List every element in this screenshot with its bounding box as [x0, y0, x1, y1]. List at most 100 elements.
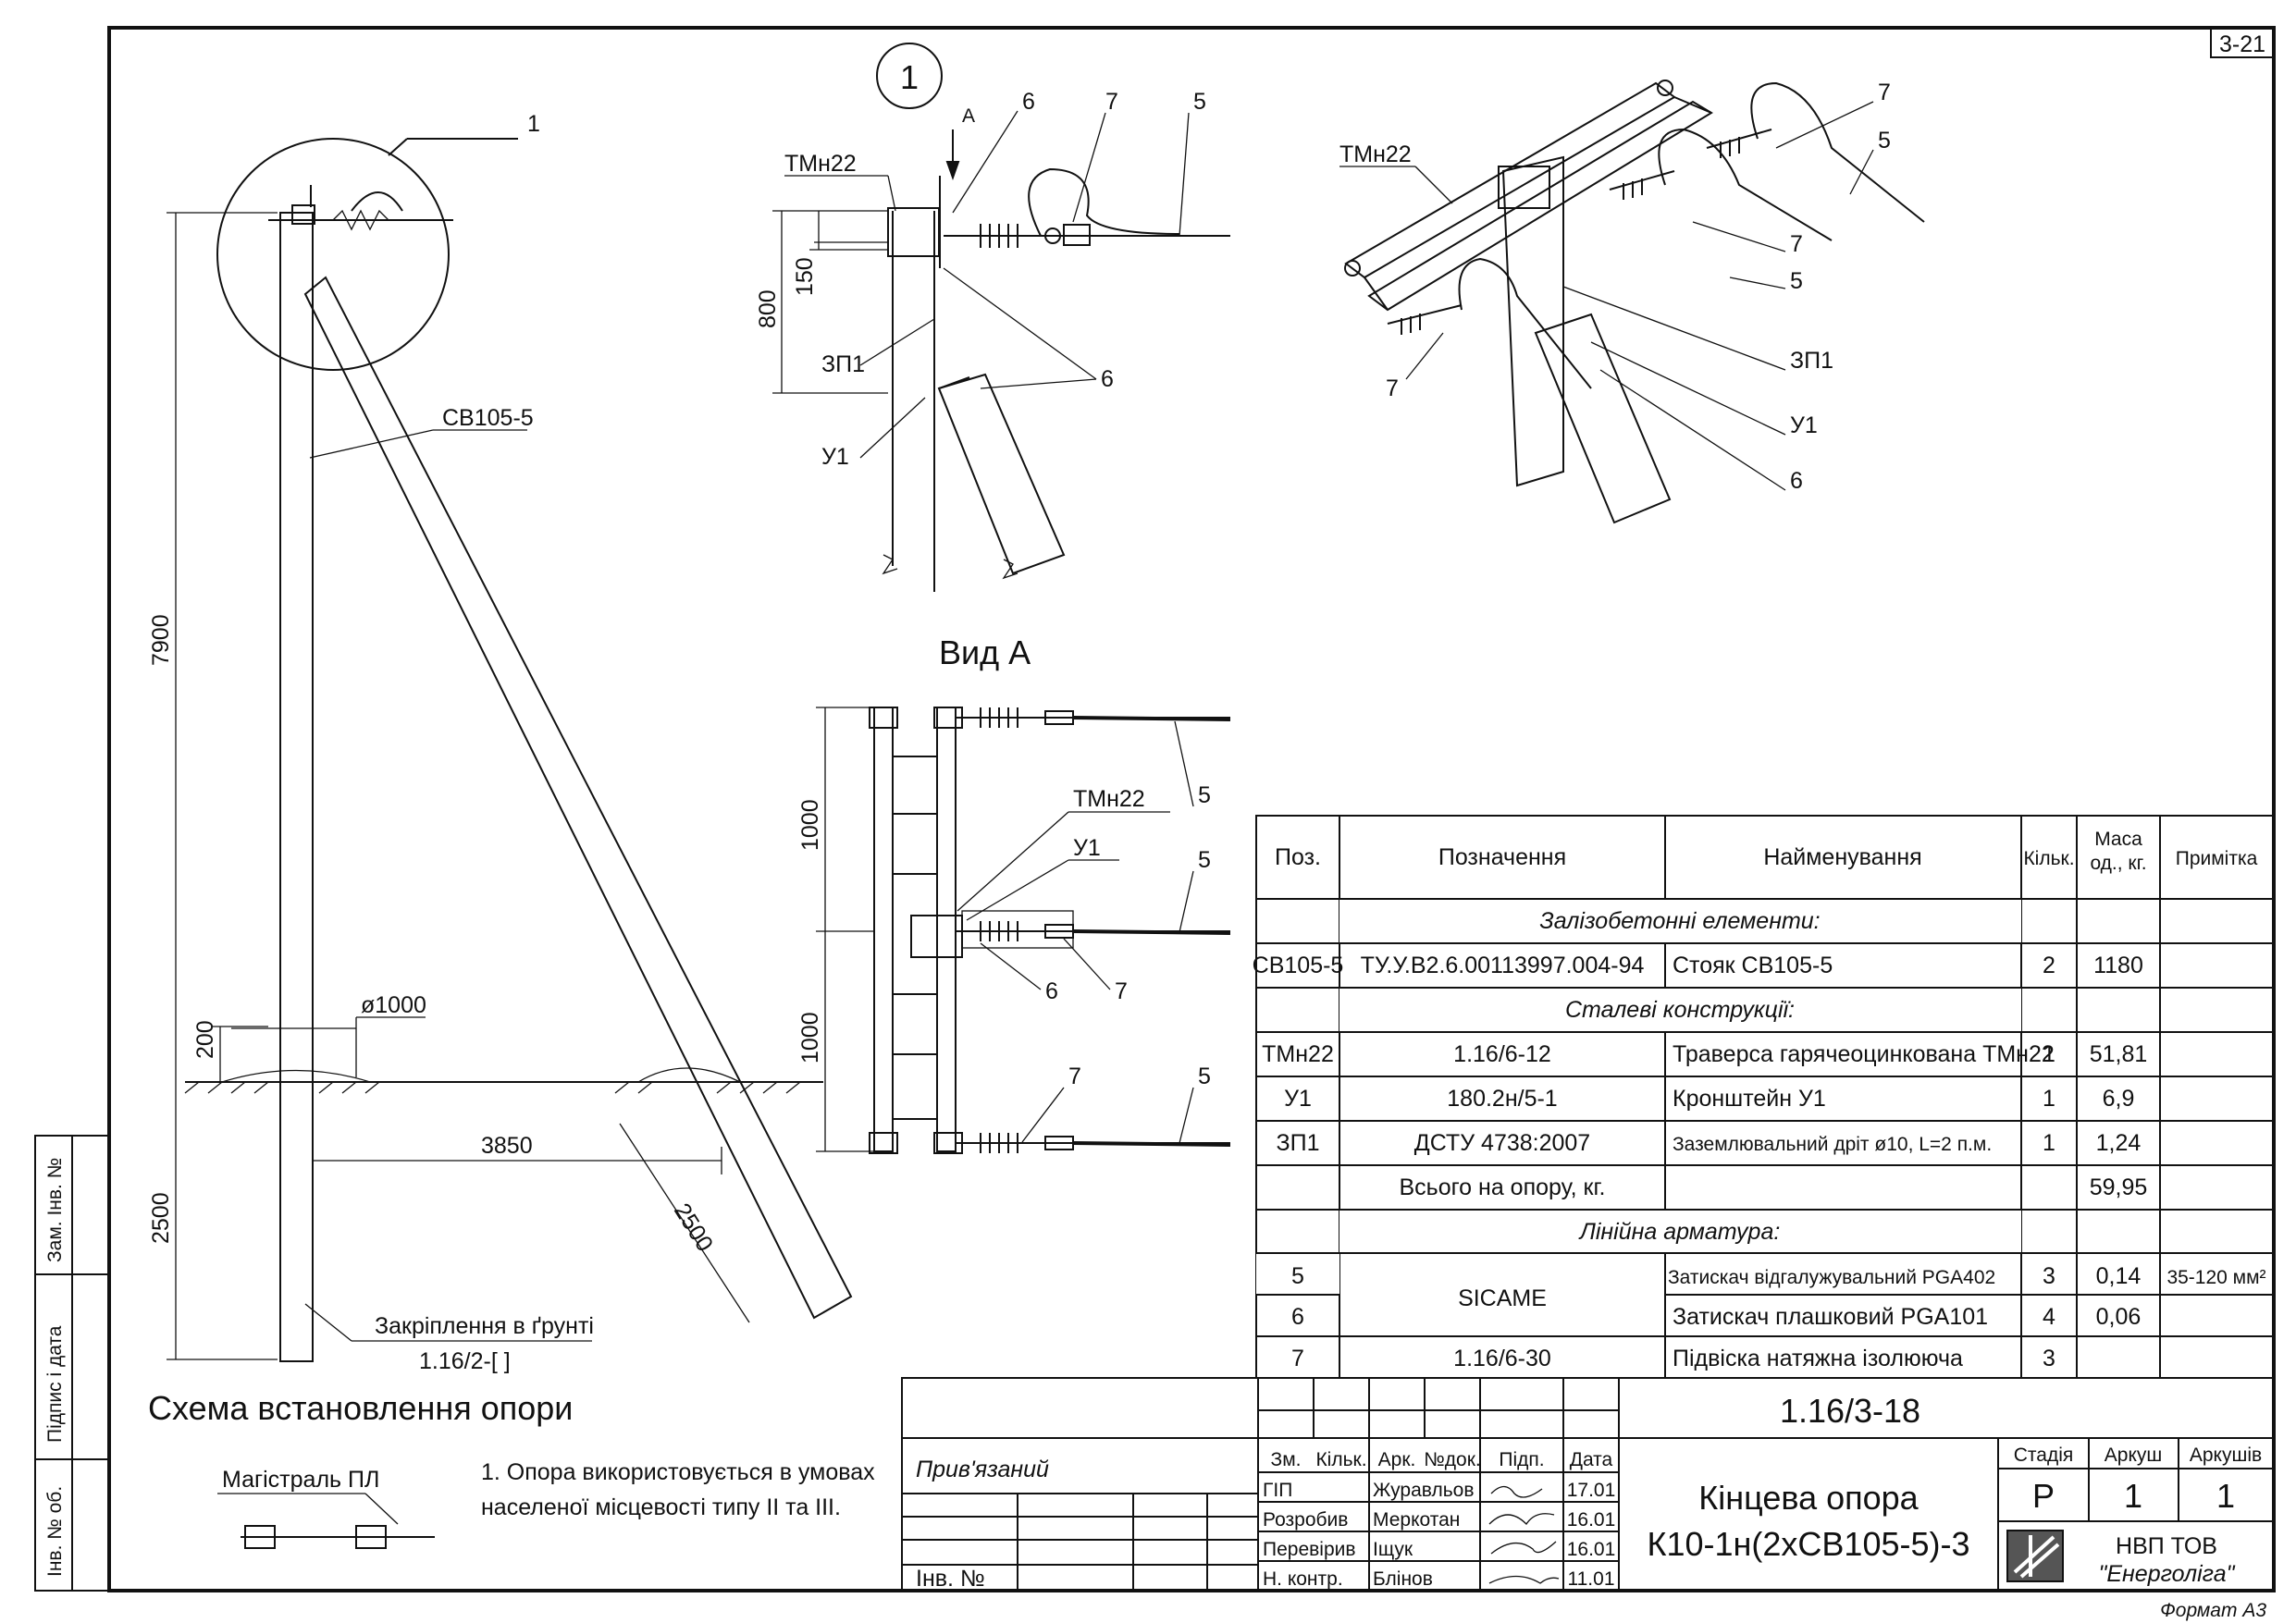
- spec-section-fittings: Лінійна арматура:: [1578, 1219, 1781, 1245]
- iso-label-zp: ЗП1: [1790, 348, 1833, 374]
- view-a-label-tmn: ТМн22: [1073, 786, 1145, 812]
- dim-800: 800: [755, 289, 781, 328]
- stamp-role: Розробив: [1263, 1509, 1348, 1531]
- dim-strut-embed: 2500: [669, 1199, 718, 1256]
- view-a-label-u: У1: [1073, 835, 1101, 861]
- spec-row-name: Затискач відгалужувальний PGA402: [1668, 1267, 1995, 1288]
- sheet-code: 3-21: [2219, 31, 2265, 57]
- spec-section-steel: Сталеві конструкції:: [1565, 997, 1795, 1023]
- stamp-name: Меркотан: [1373, 1509, 1460, 1531]
- spec-table: Поз. Позначення Найменування Кільк. Маса…: [1253, 815, 2275, 1379]
- stage-value: Р: [2032, 1477, 2055, 1515]
- sheets-value: 1: [2216, 1477, 2235, 1515]
- detail-label-u: У1: [821, 444, 849, 470]
- installation-scheme: 1 СВ105-5 7900 2500 200 ø1000 3850 2500: [148, 111, 853, 1427]
- scheme-title: Схема встановлення опори: [148, 1389, 573, 1427]
- spec-row-code: ДСТУ 4738:2007: [1414, 1130, 1590, 1156]
- dim-diameter: ø1000: [361, 992, 426, 1018]
- spec-row-pos: 5: [1291, 1263, 1304, 1289]
- drawing-code: 1.16/3-18: [1780, 1392, 1920, 1430]
- pole-strut: [303, 276, 853, 1320]
- note-line-1: 1. Опора використовується в умовах: [481, 1459, 875, 1485]
- notes-block: Магістраль ПЛ 1. Опора використовується …: [217, 1459, 875, 1549]
- iso-label-7b: 7: [1790, 231, 1803, 257]
- detail-label-6-top: 6: [1022, 89, 1035, 115]
- stamp-role: Н. контр.: [1263, 1568, 1343, 1590]
- spec-row-mass: 0,06: [2096, 1304, 2142, 1330]
- spec-row-pos: 7: [1291, 1346, 1304, 1371]
- spec-header-mass: Маса од., кг.: [2090, 829, 2147, 874]
- spec-row-note: 35-120 мм²: [2166, 1267, 2265, 1288]
- stamp-linked: Прив'язаний: [916, 1457, 1049, 1482]
- spec-row-pos: СВ105-5: [1253, 953, 1344, 978]
- dim-1000-lower: 1000: [797, 1012, 823, 1064]
- stamp-date: 16.01: [1567, 1539, 1616, 1560]
- spec-row-code: 1.16/6-12: [1453, 1041, 1551, 1067]
- spec-section-rc: Залізобетонні елементи:: [1539, 908, 1820, 934]
- stamp-name: Іщук: [1373, 1539, 1413, 1560]
- iso-label-tmn: ТМн22: [1339, 141, 1412, 167]
- spec-row-code: 1.16/6-30: [1453, 1346, 1551, 1371]
- sheets-label: Аркушів: [2190, 1445, 2262, 1466]
- drawing-subtitle: К10-1н(2хСВ105-5)-3: [1648, 1525, 1970, 1563]
- stamp-signatures: [1488, 1485, 1560, 1584]
- spec-row-name: Кронштейн У1: [1673, 1086, 1826, 1112]
- detail-label-7: 7: [1105, 89, 1118, 115]
- iso-label-6: 6: [1790, 468, 1803, 494]
- stamp-role: Перевірив: [1263, 1539, 1356, 1560]
- spec-row-code: ТУ.У.В2.6.00113997.004-94: [1361, 953, 1645, 978]
- side-stamp: Зам. Інв. № Підпис і дата Інв. № об.: [34, 1135, 110, 1592]
- stamp-header-zm: Зм.: [1271, 1449, 1302, 1470]
- spec-row-pos: ТМн22: [1262, 1041, 1334, 1067]
- stamp-header-date: Дата: [1570, 1449, 1613, 1470]
- spec-header-pos: Поз.: [1275, 844, 1321, 870]
- dim-1000-upper: 1000: [797, 799, 823, 851]
- spec-row-name: Підвіска натяжна ізолююча: [1673, 1346, 1963, 1371]
- view-a-label-7: 7: [1115, 978, 1128, 1004]
- spec-row-qty: 1: [2043, 1086, 2055, 1112]
- spec-row-pos: 6: [1291, 1304, 1304, 1330]
- stamp-date: 16.01: [1567, 1509, 1616, 1531]
- sheet-value: 1: [2124, 1477, 2142, 1515]
- stamp-header-doc: №док.: [1424, 1449, 1480, 1470]
- spec-row-name: Затискач плашковий PGA101: [1673, 1304, 1988, 1330]
- iso-label-5a: 5: [1878, 128, 1891, 154]
- detail-label-zp: ЗП1: [821, 351, 865, 377]
- spec-row-mass: 51,81: [2090, 1041, 2148, 1067]
- spec-row-name: Заземлювальний дріт ø10, L=2 п.м.: [1673, 1134, 1992, 1155]
- iso-view: ТМн22 7 5 7 5 ЗП1 7 У1 6: [1339, 80, 1925, 524]
- sheet-label: Аркуш: [2105, 1445, 2162, 1466]
- spec-header-mass-wrap: Маса од., кг.: [2090, 829, 2147, 874]
- stamp-date: 11.01: [1568, 1568, 1615, 1590]
- scheme-pole-label: СВ105-5: [442, 405, 534, 431]
- spec-row-qty: 1: [2043, 1130, 2055, 1156]
- view-a-label-5b: 5: [1198, 847, 1211, 873]
- side-label-zam: Зам. Інв. №: [44, 1158, 66, 1262]
- spec-row-qty: 3: [2043, 1263, 2055, 1289]
- stamp-header-ark: Арк.: [1378, 1449, 1416, 1470]
- fixing-label: Закріплення в ґрунті: [375, 1313, 594, 1339]
- dim-depth: 200: [192, 1020, 218, 1059]
- spec-header-name: Найменування: [1763, 844, 1921, 870]
- spec-row-qty: 3: [2043, 1346, 2055, 1371]
- spec-header-qty: Кільк.: [2023, 848, 2074, 869]
- title-block: Прив'язаний Інв. № Зм. Кільк. Арк. №док.…: [901, 1377, 2275, 1592]
- spec-row-name: Стояк СВ105-5: [1673, 953, 1833, 978]
- spec-row-pos: У1: [1284, 1086, 1312, 1112]
- spec-row-pos: ЗП1: [1277, 1130, 1320, 1156]
- view-a-label-5c: 5: [1198, 1064, 1211, 1089]
- view-a: Вид А 1000 1000 ТМн22 У1: [797, 633, 1231, 1154]
- scheme-callout-number: 1: [527, 111, 540, 137]
- spec-total-value: 59,95: [2090, 1174, 2148, 1200]
- iso-label-7a: 7: [1878, 80, 1891, 105]
- view-a-label-6: 6: [1045, 978, 1058, 1004]
- detail-1-number: 1: [900, 58, 919, 96]
- stamp-name: Журавльов: [1373, 1480, 1474, 1501]
- stamp-inv-no: Інв. №: [916, 1566, 985, 1592]
- spec-total-label: Всього на опору, кг.: [1400, 1174, 1606, 1200]
- view-a-label-5a: 5: [1198, 782, 1211, 808]
- side-label-inv: Інв. № об.: [44, 1486, 66, 1577]
- company-name-line2: "Енерголіга": [2099, 1561, 2236, 1587]
- stamp-name: Блінов: [1373, 1568, 1433, 1590]
